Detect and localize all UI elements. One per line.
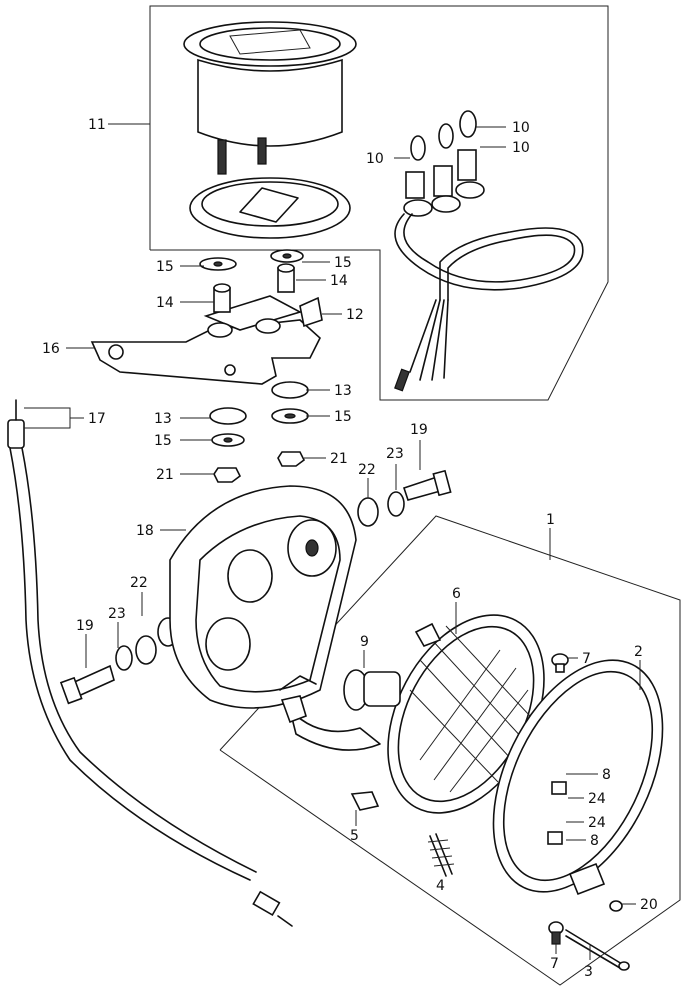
label-15b: 15 [334,255,352,271]
label-7b: 7 [550,956,559,972]
label-1: 1 [546,512,555,528]
label-15d: 15 [154,433,172,449]
label-21a: 21 [330,451,348,467]
label-8a: 8 [602,767,611,783]
label-13a: 13 [334,383,352,399]
headlight-rim [492,659,664,896]
label-23b: 23 [108,606,126,622]
meter-base-cover [189,177,351,239]
label-10a: 10 [512,120,530,136]
label-10c: 10 [512,140,530,156]
label-3: 3 [584,964,593,980]
label-24a: 24 [588,791,606,807]
label-4: 4 [436,878,445,894]
meter-bracket [90,295,321,385]
label-16: 16 [42,341,60,357]
label-9: 9 [360,634,369,650]
label-19b: 19 [76,618,94,634]
label-11: 11 [88,117,106,133]
label-14b: 14 [330,273,348,289]
label-5: 5 [350,828,359,844]
label-18: 18 [136,523,154,539]
label-7a: 7 [582,651,591,667]
meter-bulbs-and-sockets [403,110,485,217]
label-24b: 24 [588,815,606,831]
speedometer-cable [7,399,293,927]
label-2: 2 [634,644,643,660]
headlight-case [169,485,357,709]
meter-wire-harness [394,213,584,392]
leader-lines [24,123,641,960]
adjusting-screws-and-springs [350,653,630,971]
label-12: 12 [346,307,364,323]
label-22b: 22 [130,575,148,591]
label-13b: 13 [154,411,172,427]
label-15a: 15 [156,259,174,275]
label-21b: 21 [156,467,174,483]
part-labels: 11 10 10 10 15 15 14 14 12 16 13 17 13 1… [42,117,658,980]
rubber-mounts [213,263,323,328]
label-14a: 14 [156,295,174,311]
speedometer-meter [183,21,357,175]
label-22a: 22 [358,462,376,478]
label-23a: 23 [386,446,404,462]
headlight-bulb [280,669,401,751]
headlight-unit-outline [219,515,681,986]
label-8b: 8 [590,833,599,849]
meter-assembly-outline [149,5,609,401]
label-15c: 15 [334,409,352,425]
label-17: 17 [88,411,106,427]
label-10b: 10 [366,151,384,167]
label-19a: 19 [410,422,428,438]
label-6: 6 [452,586,461,602]
label-20: 20 [640,897,658,913]
